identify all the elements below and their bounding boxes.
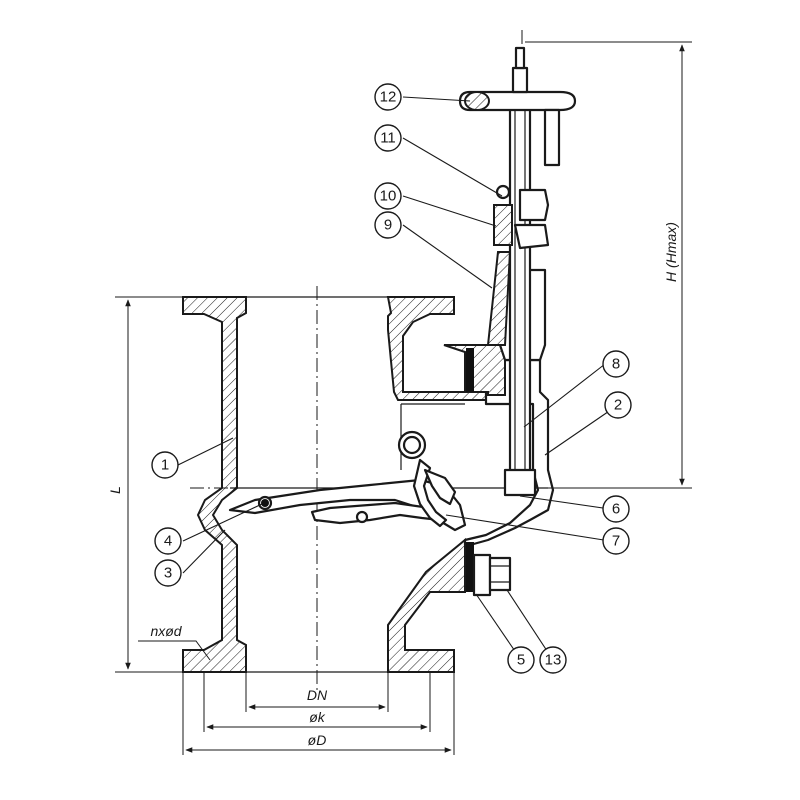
- flange-bolt: [472, 553, 512, 597]
- balloon-11-label: 11: [380, 130, 396, 147]
- dim-h-label: H (Hmax): [663, 222, 679, 282]
- dim-holes-label: nxød: [150, 623, 182, 639]
- balloon-leaders: [177, 96, 619, 661]
- dimension-lines: [115, 41, 692, 755]
- balloon-8: 8: [602, 350, 630, 378]
- balloon-2: 2: [604, 391, 632, 419]
- balloon-3-label: 3: [164, 565, 172, 582]
- balloon-8-label: 8: [612, 356, 620, 373]
- balloon-3: 3: [154, 559, 182, 587]
- balloon-13: 13: [539, 646, 567, 674]
- dimension-labels: DN øk øD L H (Hmax) nxød: [107, 222, 679, 748]
- balloon-9-label: 9: [384, 217, 392, 234]
- dim-l-label: L: [107, 486, 123, 494]
- balloon-12-label: 12: [380, 89, 397, 106]
- balloon-2-label: 2: [614, 397, 622, 414]
- balloon-4: 4: [154, 527, 182, 555]
- balloon-10-label: 10: [380, 188, 397, 205]
- disc-assembly: [228, 430, 467, 532]
- bonnet-and-stem: [458, 46, 577, 497]
- balloon-4-label: 4: [164, 533, 172, 550]
- dim-k-label: øk: [309, 709, 326, 725]
- dim-dn-label: DN: [307, 687, 328, 703]
- balloon-12: 12: [374, 83, 402, 111]
- balloon-9: 9: [374, 211, 402, 239]
- balloon-7: 7: [602, 527, 630, 555]
- balloon-1-label: 1: [161, 457, 169, 474]
- balloon-11: 11: [374, 124, 402, 152]
- dim-d-label: øD: [308, 732, 327, 748]
- balloon-13-label: 13: [545, 652, 562, 669]
- balloon-1: 1: [151, 451, 179, 479]
- balloon-10: 10: [374, 182, 402, 210]
- balloon-7-label: 7: [612, 533, 620, 550]
- balloon-5-label: 5: [517, 652, 525, 669]
- balloon-6-label: 6: [612, 501, 620, 518]
- balloon-5: 5: [507, 646, 535, 674]
- balloon-6: 6: [602, 495, 630, 523]
